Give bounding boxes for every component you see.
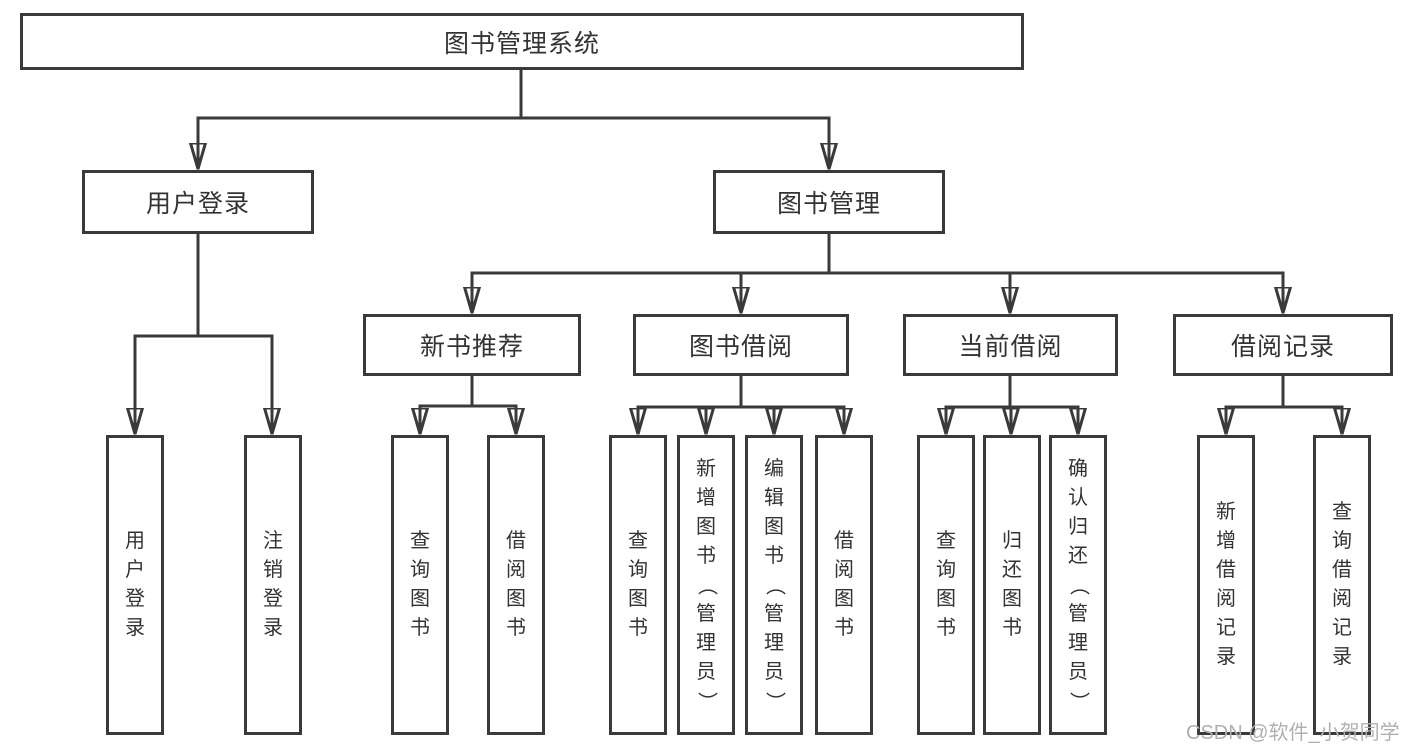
node-current-borrow: 当前借阅	[903, 314, 1118, 376]
watermark: CSDN @软件_小贺同学	[1186, 722, 1400, 744]
node-root: 图书管理系统	[20, 13, 1024, 70]
leaf-return-book: 归还图书	[983, 435, 1041, 735]
node-new-book-recommend: 新书推荐	[363, 314, 581, 376]
node-user-login-branch: 用户登录	[82, 170, 314, 234]
leaf-borrow-books: 借阅图书	[487, 435, 545, 735]
leaf-logout: 注销登录	[244, 435, 302, 735]
leaf-borrow-books: 借阅图书	[815, 435, 873, 735]
leaf-user-login: 用户登录	[106, 435, 164, 735]
node-borrow-records: 借阅记录	[1173, 314, 1393, 376]
leaf-edit-book-admin: 编辑图书（管理员）	[745, 435, 803, 735]
node-book-borrow: 图书借阅	[633, 314, 849, 376]
leaf-query-borrow-record: 查询借阅记录	[1313, 435, 1371, 735]
leaf-add-book-admin: 新增图书（管理员）	[677, 435, 735, 735]
leaf-query-books: 查询图书	[917, 435, 975, 735]
leaf-confirm-return-admin: 确认归还（管理员）	[1049, 435, 1107, 735]
leaf-query-books: 查询图书	[391, 435, 449, 735]
leaf-add-borrow-record: 新增借阅记录	[1197, 435, 1255, 735]
leaf-query-books: 查询图书	[609, 435, 667, 735]
node-book-management: 图书管理	[713, 170, 945, 234]
